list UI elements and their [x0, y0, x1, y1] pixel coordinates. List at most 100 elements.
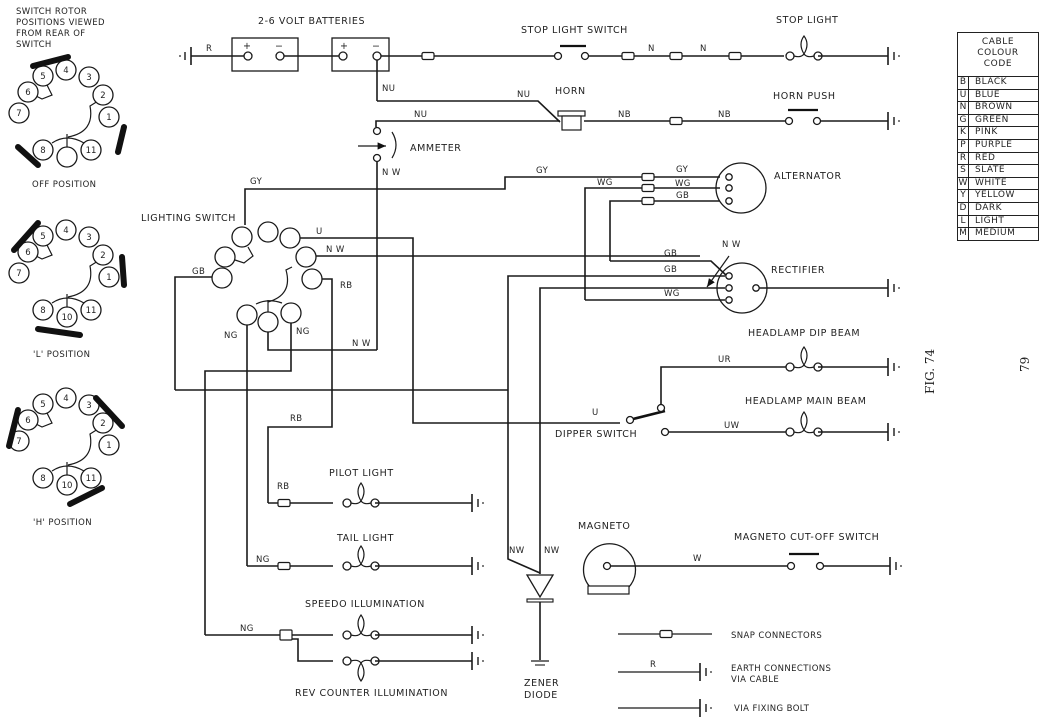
svg-text:NW: NW — [509, 546, 525, 556]
colour-code-name: MEDIUM — [975, 228, 1016, 239]
colour-code-row: G GREEN — [958, 114, 1038, 128]
rotor-terminal — [32, 393, 54, 415]
svg-text:WG: WG — [597, 178, 613, 188]
svg-text:−: − — [275, 41, 284, 52]
colour-code-letter: N — [958, 102, 969, 114]
colour-code-title: CABLE COLOUR CODE — [958, 33, 1038, 77]
colour-code-name: DARK — [975, 202, 1003, 213]
rotor-terminal-number: 6 — [25, 248, 30, 258]
rotor-terminal — [92, 244, 114, 266]
rotor-terminal — [32, 299, 54, 321]
rotor-terminal — [80, 139, 102, 161]
rotor-terminal — [55, 387, 77, 409]
colour-code-row: K PINK — [958, 127, 1038, 140]
rotor-terminal-number: 5 — [40, 400, 45, 410]
svg-text:MAGNETO CUT-OFF SWITCH: MAGNETO CUT-OFF SWITCH — [734, 532, 879, 543]
rotor-terminal — [8, 262, 30, 284]
rotor-contact-bar — [11, 220, 41, 253]
colour-code-row: D DARK — [958, 202, 1038, 216]
svg-text:AMMETER: AMMETER — [410, 143, 462, 154]
svg-text:GY: GY — [536, 166, 549, 176]
stop-light-circuit: STOP LIGHT SWITCH N N STOP LIGHT — [381, 15, 901, 66]
colour-code-letter: M — [958, 228, 969, 240]
colour-code-letter: P — [958, 139, 969, 152]
horn-circuit: NU NU NU HORN NB NB HORN PUSH — [375, 60, 901, 131]
svg-text:R: R — [650, 660, 656, 670]
svg-text:POSITIONS VIEWED: POSITIONS VIEWED — [16, 18, 105, 28]
headlamp-circuit: U DIPPER SWITCH UR HEADLAMP DIP BEAM UW … — [555, 328, 901, 442]
rotor-terminal-number: 6 — [25, 416, 30, 426]
svg-text:U: U — [316, 227, 323, 237]
svg-text:+: + — [340, 41, 349, 52]
colour-code-letter: G — [958, 114, 969, 127]
rotor-contact-bar — [15, 144, 41, 168]
rotor-terminal — [56, 474, 78, 496]
svg-text:GB: GB — [192, 267, 205, 277]
svg-text:STOP LIGHT: STOP LIGHT — [776, 15, 838, 26]
rotor-contact-bar — [35, 326, 83, 338]
rotor-terminal-number: 4 — [63, 394, 68, 404]
rotor-terminal — [98, 434, 120, 456]
rotor-contact-bar — [115, 124, 127, 155]
rotor-terminal — [78, 66, 100, 88]
rotor-terminal-number: 1 — [106, 113, 111, 123]
lamps-circuit: RB PILOT LIGHT NG TAIL LIGHT NG SPEEDO I… — [205, 468, 485, 699]
colour-code-row: P PURPLE — [958, 139, 1038, 153]
colour-code-name: YELLOW — [975, 190, 1015, 201]
batteries: 2-6 VOLT BATTERIES R + − + − — [178, 16, 390, 72]
rotor-off-label: OFF POSITION — [32, 180, 96, 190]
colour-code-name: LIGHT — [975, 215, 1005, 226]
colour-code-letter: S — [958, 165, 969, 177]
colour-code-row: S SLATE — [958, 165, 1038, 178]
colour-code-row: M MEDIUM — [958, 228, 1038, 240]
svg-text:NU: NU — [382, 84, 395, 94]
rotor-terminal — [17, 81, 39, 103]
svg-text:HEADLAMP DIP BEAM: HEADLAMP DIP BEAM — [748, 328, 860, 339]
colour-code-name: RED — [975, 152, 996, 163]
svg-text:NG: NG — [256, 555, 270, 565]
svg-text:RECTIFIER: RECTIFIER — [771, 265, 825, 276]
colour-code-name: SLATE — [975, 165, 1006, 176]
svg-text:GB: GB — [664, 265, 677, 275]
colour-code-name: PINK — [975, 127, 998, 138]
svg-text:REV COUNTER ILLUMINATION: REV COUNTER ILLUMINATION — [295, 688, 448, 699]
rotor-terminal — [98, 266, 120, 288]
svg-text:+: + — [243, 41, 252, 52]
svg-text:RB: RB — [277, 482, 290, 492]
rotor-terminal — [32, 467, 54, 489]
rotor-l-label: 'L' POSITION — [33, 350, 90, 360]
rotor-terminal — [92, 412, 114, 434]
colour-code-name: GREEN — [975, 114, 1009, 125]
svg-text:N W: N W — [326, 245, 345, 255]
colour-code-letter: D — [958, 202, 969, 215]
rotor-contact-bar — [30, 54, 71, 69]
colour-code-letter: Y — [958, 190, 969, 202]
svg-text:MAGNETO: MAGNETO — [578, 521, 630, 532]
colour-code-letter: K — [958, 127, 969, 139]
svg-text:SWITCH ROTOR: SWITCH ROTOR — [16, 7, 87, 17]
svg-text:NU: NU — [414, 110, 427, 120]
rotor-terminal-number: 2 — [100, 419, 105, 429]
svg-text:NG: NG — [296, 327, 310, 337]
svg-text:W: W — [693, 554, 702, 564]
colour-code-name: PURPLE — [975, 139, 1013, 150]
rotor-terminal — [32, 225, 54, 247]
rotor-terminal-number: 3 — [86, 401, 91, 411]
svg-text:FROM REAR OF: FROM REAR OF — [16, 29, 86, 39]
rotor-terminal — [92, 84, 114, 106]
rotor-terminal — [17, 241, 39, 263]
rotor-terminal-number: 11 — [86, 306, 97, 316]
rotor-terminal-number: 7 — [16, 437, 21, 447]
rotor-terminal-number: 8 — [40, 306, 45, 316]
colour-code-row: Y YELLOW — [958, 190, 1038, 203]
rotor-terminal — [56, 306, 78, 328]
svg-text:GY: GY — [250, 177, 263, 187]
svg-text:N W: N W — [382, 168, 401, 178]
svg-text:NG: NG — [240, 624, 254, 634]
